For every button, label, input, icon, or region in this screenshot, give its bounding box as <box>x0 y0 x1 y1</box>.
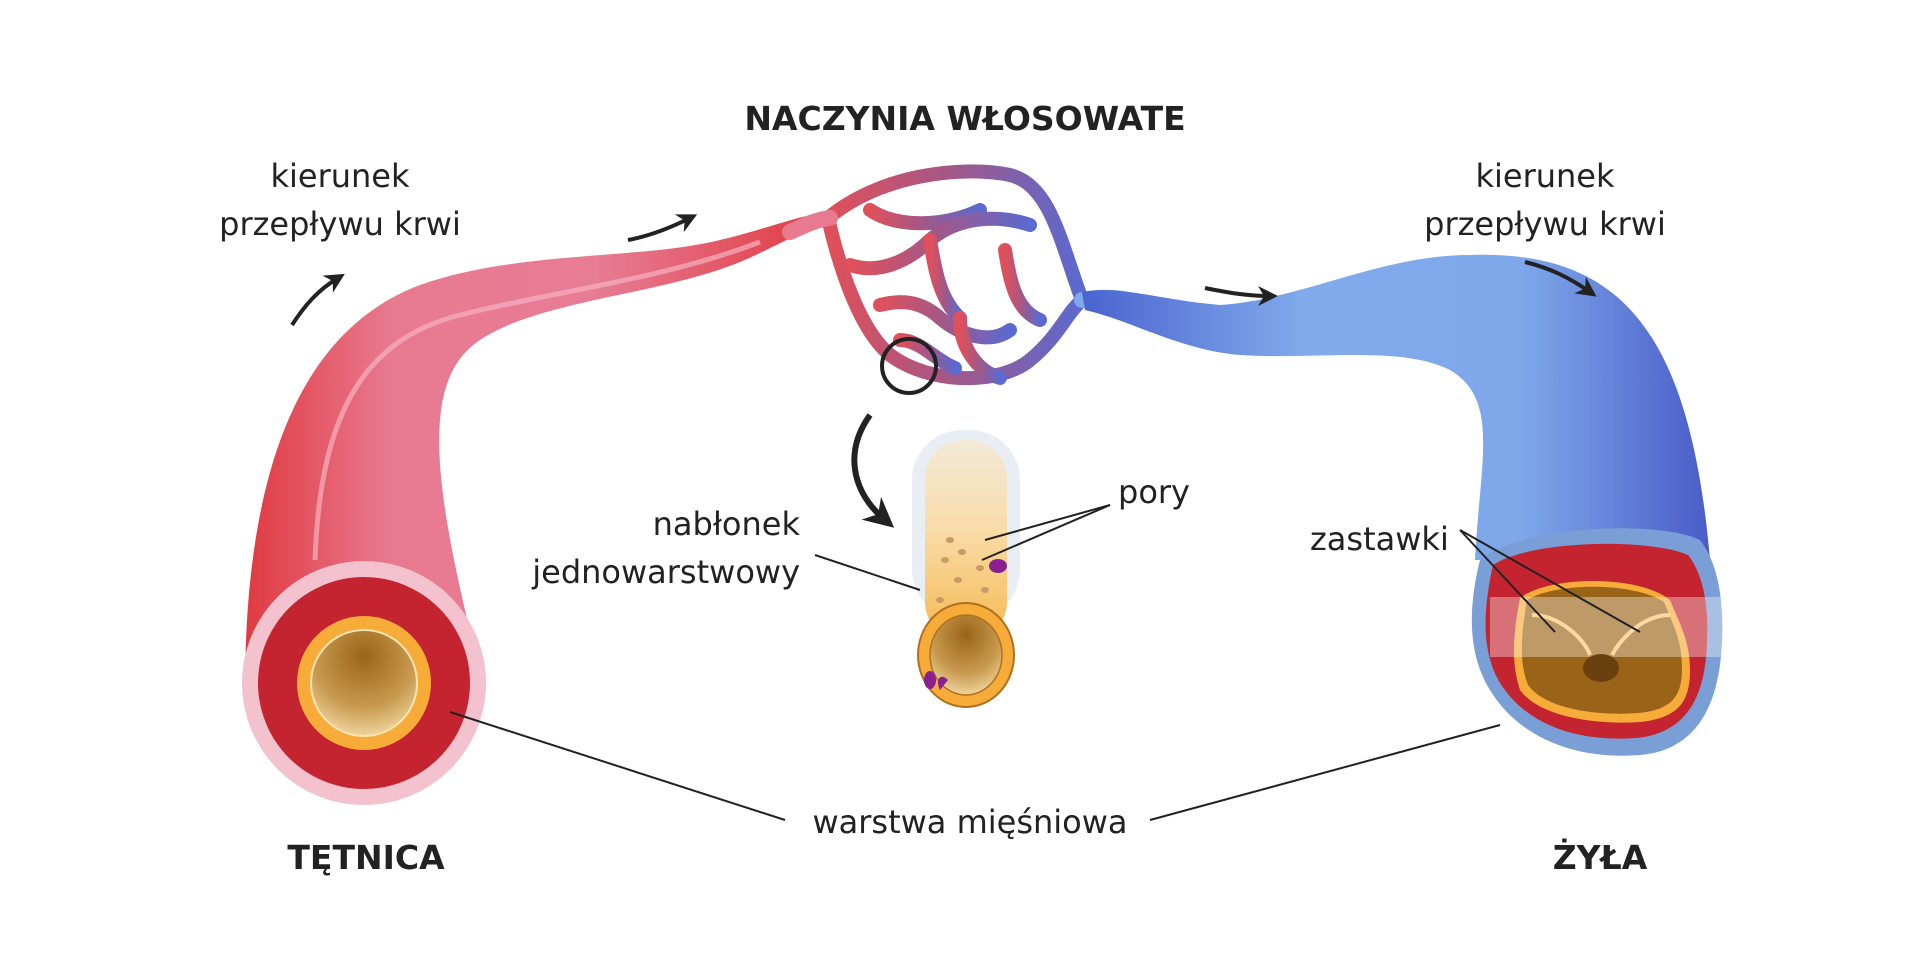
flow-arrow-icon <box>1524 260 1597 297</box>
vein-label: ŻYŁA <box>1552 838 1648 877</box>
flow-arrow-icon <box>1204 285 1278 306</box>
capillary-cross-section <box>912 430 1020 708</box>
artery <box>242 212 828 805</box>
flow-label-left: kierunek przepływu krwi <box>190 152 490 248</box>
pores-label: pory <box>1118 473 1190 511</box>
flow-label-right: kierunek przepływu krwi <box>1395 152 1695 248</box>
epithelium-label-line1: nabłonek <box>652 505 800 543</box>
vein <box>1082 254 1723 756</box>
flow-label-left-line1: kierunek <box>270 157 410 195</box>
title-capillaries: NACZYNIA WŁOSOWATE <box>744 99 1186 138</box>
flow-label-right-line2: przepływu krwi <box>1424 205 1666 243</box>
epithelium-label: nabłonek jednowarstwowy <box>500 500 800 596</box>
capillary-network <box>821 164 1089 386</box>
artery-label: TĘTNICA <box>287 838 445 877</box>
flow-arrow-icon <box>627 214 698 242</box>
leader-lines <box>449 504 1641 821</box>
muscle-layer-label: warstwa mięśniowa <box>812 803 1128 841</box>
zoom-arrow-icon <box>851 413 895 528</box>
flow-label-right-line1: kierunek <box>1475 157 1615 195</box>
flow-arrow-icon <box>290 273 345 327</box>
flow-label-left-line2: przepływu krwi <box>219 205 461 243</box>
epithelium-label-line2: jednowarstwowy <box>532 553 800 591</box>
valves-label: zastawki <box>1310 520 1449 558</box>
magnify-circle <box>880 337 938 395</box>
